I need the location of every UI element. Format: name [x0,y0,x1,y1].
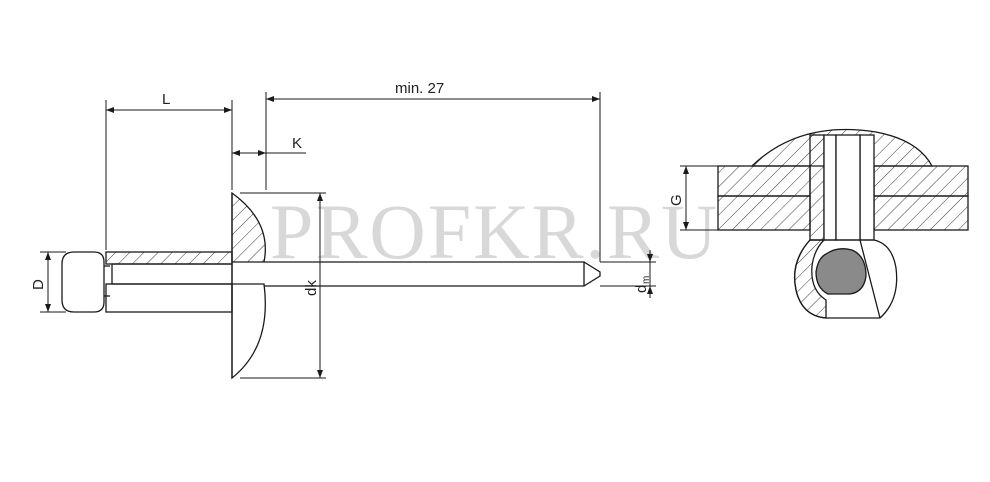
installed-bulb-divider [859,239,881,319]
rivet-flange-lower [231,283,266,380]
svg-text:d: d [633,285,650,293]
dim-dk-label: dk [303,280,320,296]
installed-sleeve-left [809,134,825,241]
mandrel-head [61,251,105,313]
watermark: PROFKR.RU [270,188,719,275]
plate-upper-left [717,165,811,197]
rivet-sleeve-lower [105,283,233,313]
installed-mandrel-core [835,134,861,241]
installed-mandrel [823,134,837,241]
dim-D-label: D [30,279,47,290]
dim-G-label: G [668,194,685,206]
installed-mandrel-ball [815,248,867,295]
plate-upper-right [873,165,969,197]
mandrel-stem [264,261,601,287]
dim-G [680,165,718,231]
installed-bulb-section [793,239,827,319]
dim-K-label: K [292,135,302,152]
rivet-sleeve-inner [111,263,233,285]
dim-dm-label: d m [633,276,652,293]
rivet-side-view [61,191,601,380]
svg-text:m: m [641,276,652,284]
rivet-flange-section [231,191,266,263]
installed-sleeve-right [859,134,875,241]
rivet-sleeve-section [105,251,233,265]
rivet-installed-section [717,128,969,319]
dim-min27-label: min. 27 [395,80,444,97]
dimension-lines [40,92,656,379]
dim-L-label: L [162,91,170,108]
plate-lower-left [717,195,811,231]
plate-lower-right [873,195,969,231]
